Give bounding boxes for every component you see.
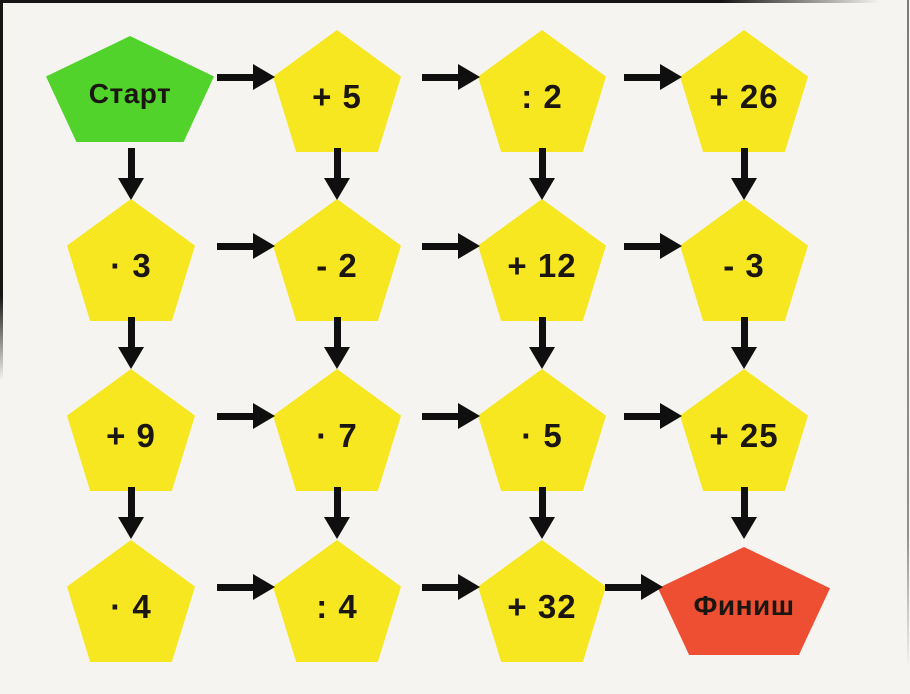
node-label: + 12 — [507, 247, 577, 284]
node-label: + 26 — [709, 78, 779, 115]
arrow-right-icon-r2g2 — [422, 233, 480, 259]
arrow-down-icon-c1g1 — [118, 148, 144, 200]
arrow-right-icon-r3g2 — [422, 403, 480, 429]
node-label: · 3 — [110, 247, 152, 284]
arrow-down-icon-c4g3 — [731, 487, 757, 539]
node-label: Старт — [88, 78, 172, 109]
maze-node-plus-5[interactable]: + 5 — [273, 30, 401, 152]
maze-node-times-5[interactable]: · 5 — [478, 369, 606, 491]
node-label: + 9 — [106, 417, 156, 454]
arrow-down-icon-c4g2 — [731, 317, 757, 369]
frame-line-right — [907, 0, 909, 668]
arrow-down-icon-c1g2 — [118, 317, 144, 369]
maze-node-minus-3[interactable]: - 3 — [680, 199, 808, 321]
maze-node-start[interactable]: Старт — [46, 36, 214, 142]
maze-node-times-3[interactable]: · 3 — [67, 199, 195, 321]
maze-node-plus-26[interactable]: + 26 — [680, 30, 808, 152]
arrow-right-icon-r2g3 — [624, 233, 682, 259]
arrow-down-icon-c1g3 — [118, 487, 144, 539]
maze-node-times-4[interactable]: · 4 — [67, 540, 195, 662]
maze-node-divide-4[interactable]: : 4 — [273, 540, 401, 662]
arrow-right-icon-r1g2 — [422, 64, 480, 90]
node-label: + 25 — [709, 417, 779, 454]
node-label: + 32 — [507, 588, 577, 625]
arrow-down-icon-c2g1 — [324, 148, 350, 200]
arrow-right-icon-r4g2 — [422, 574, 480, 600]
maze-node-divide-2[interactable]: : 2 — [478, 30, 606, 152]
node-label: : 2 — [521, 78, 563, 115]
arrow-right-icon-r4g3 — [605, 574, 663, 600]
arrow-down-icon-c4g1 — [731, 148, 757, 200]
maze-node-minus-2[interactable]: - 2 — [273, 199, 401, 321]
maze-node-plus-25[interactable]: + 25 — [680, 369, 808, 491]
arrow-right-icon-r1g1 — [217, 64, 275, 90]
node-label: - 2 — [316, 247, 358, 284]
arrow-right-icon-r2g1 — [217, 233, 275, 259]
node-label: - 3 — [723, 247, 765, 284]
arrow-down-icon-c3g2 — [529, 317, 555, 369]
node-label: : 4 — [316, 588, 358, 625]
arrow-down-icon-c3g3 — [529, 487, 555, 539]
maze-node-plus-12[interactable]: + 12 — [478, 199, 606, 321]
maze-node-finish[interactable]: Финиш — [658, 547, 830, 655]
arrow-down-icon-c2g3 — [324, 487, 350, 539]
arrow-right-icon-r3g3 — [624, 403, 682, 429]
node-label: · 4 — [110, 588, 152, 625]
arrow-down-icon-c2g2 — [324, 317, 350, 369]
node-label: · 5 — [521, 417, 563, 454]
arrow-right-icon-r1g3 — [624, 64, 682, 90]
node-label: · 7 — [316, 417, 358, 454]
node-label: Финиш — [693, 590, 795, 621]
maze-node-times-7[interactable]: · 7 — [273, 369, 401, 491]
arrow-right-icon-r4g1 — [217, 574, 275, 600]
arrow-down-icon-c3g1 — [529, 148, 555, 200]
maze-node-plus-32[interactable]: + 32 — [478, 540, 606, 662]
maze-node-plus-9[interactable]: + 9 — [67, 369, 195, 491]
frame-line-left — [0, 0, 3, 380]
frame-line-top — [0, 0, 880, 3]
arrow-right-icon-r3g1 — [217, 403, 275, 429]
node-label: + 5 — [312, 78, 362, 115]
